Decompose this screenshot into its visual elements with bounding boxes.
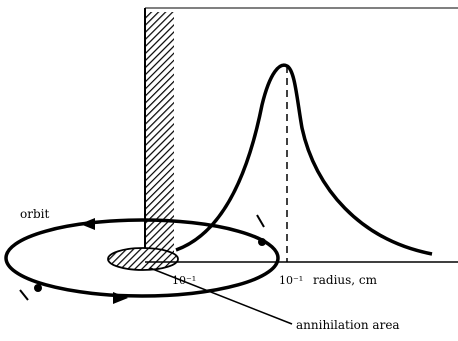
orbit-dot — [34, 284, 42, 292]
slash-marks — [19, 214, 265, 301]
peak-tick-label: 10⁻¹ — [279, 274, 303, 287]
orbit-dot — [258, 238, 266, 246]
x-axis-label: radius, cm — [313, 273, 378, 287]
origin-tick-label: 10⁻¹ — [172, 274, 196, 287]
orbit-dots — [34, 238, 266, 292]
annihilation-area-ellipse — [107, 247, 179, 271]
arrow-right-icon — [113, 292, 128, 304]
orbit-arrows — [80, 218, 128, 304]
arrow-left-icon — [80, 218, 95, 230]
slash-mark — [19, 289, 29, 301]
annihilation-leader-line — [149, 267, 293, 325]
hatched-bar — [146, 12, 174, 254]
annihilation-area-label: annihilation area — [296, 318, 400, 332]
orbit-label: orbit — [20, 207, 49, 221]
orbit-ellipse — [4, 218, 280, 298]
slash-mark — [256, 214, 265, 228]
